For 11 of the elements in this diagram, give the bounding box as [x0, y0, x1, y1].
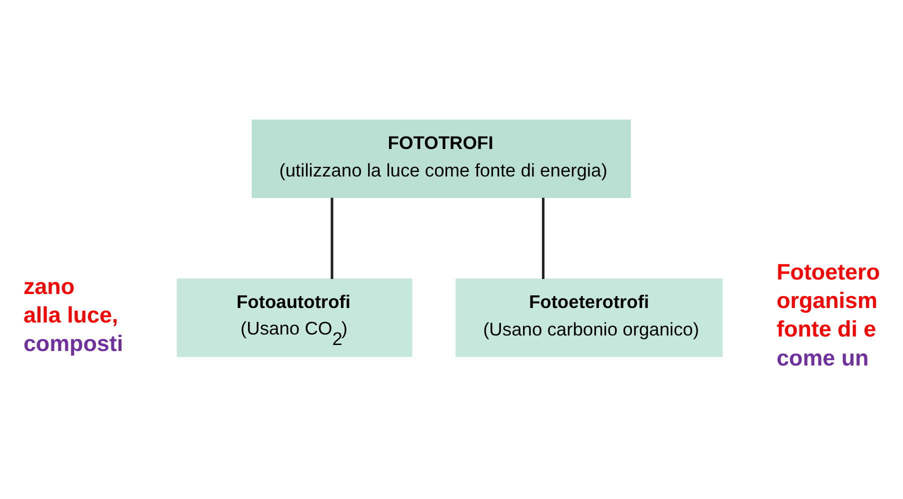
node-box: Fotoeterotrofi (Usano carbonio organico) — [455, 278, 722, 358]
label: alla luce, — [22, 302, 118, 328]
label: organism — [776, 288, 877, 314]
label: zano — [22, 274, 74, 299]
node-box: FOTOTROFI (utilizzano la luce come fonte di energia) — [251, 120, 630, 198]
connector — [541, 198, 544, 280]
label: Fotoetero — [776, 260, 880, 285]
connector — [330, 198, 333, 280]
label: composti — [22, 331, 123, 356]
label: come un — [776, 345, 868, 370]
label: fonte di e — [776, 316, 876, 342]
